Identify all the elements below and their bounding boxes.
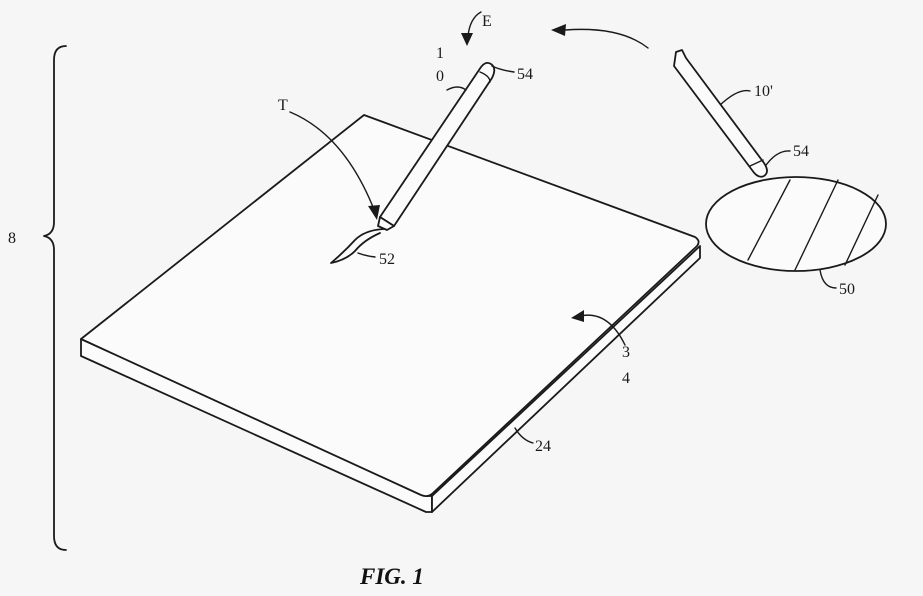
leader-edge [514, 427, 534, 444]
leader-pattern [819, 269, 837, 289]
label-stylus-1: 1 [436, 45, 444, 62]
label-surface-4: 4 [622, 370, 630, 387]
tablet-top-surface [80, 114, 700, 498]
leader-stylus-alt [718, 89, 751, 107]
arrow-swap [564, 28, 649, 49]
leader-stylus-label [446, 86, 467, 91]
arrow-surface-head [571, 310, 584, 322]
pattern-surface [705, 176, 887, 272]
leader-tip [357, 252, 376, 258]
arrow-T-head [368, 205, 380, 220]
pattern-ellipse [705, 176, 887, 272]
pattern-line [747, 179, 791, 261]
label-end-right: 54 [793, 143, 809, 160]
label-edge: 24 [535, 438, 551, 455]
pattern-line [844, 194, 879, 266]
system-brace [43, 45, 67, 551]
stylus-alt [673, 49, 768, 178]
stylus-main [377, 61, 496, 231]
label-tip-mark: T [278, 97, 288, 114]
label-tip: 52 [379, 251, 395, 268]
pattern-line [794, 179, 839, 271]
stylus-nib [377, 216, 395, 231]
label-surface-3: 3 [622, 344, 630, 361]
arrow-E-head [461, 33, 473, 46]
tablet-device [80, 114, 701, 513]
arrow-surface [579, 314, 626, 346]
stylus-cap [479, 71, 491, 83]
stylus-alt-ring [749, 159, 764, 167]
label-stylus-alt: 10' [754, 83, 773, 100]
leader-end-right [763, 150, 791, 169]
ink-stroke [330, 228, 385, 264]
stylus-alt-body [673, 49, 768, 178]
label-end-top: 54 [517, 66, 533, 83]
label-system: 8 [8, 230, 16, 247]
arrow-swap-head [551, 24, 566, 36]
arrow-E [467, 11, 482, 37]
stylus-body [379, 61, 496, 227]
arrow-T [289, 111, 376, 213]
leader-end-top [491, 65, 515, 73]
label-pattern: 50 [839, 281, 855, 298]
label-direction: E [482, 13, 492, 30]
tablet-side-right [431, 245, 701, 513]
label-stylus-0: 0 [436, 68, 444, 85]
figure-caption: FIG. 1 [359, 564, 424, 589]
